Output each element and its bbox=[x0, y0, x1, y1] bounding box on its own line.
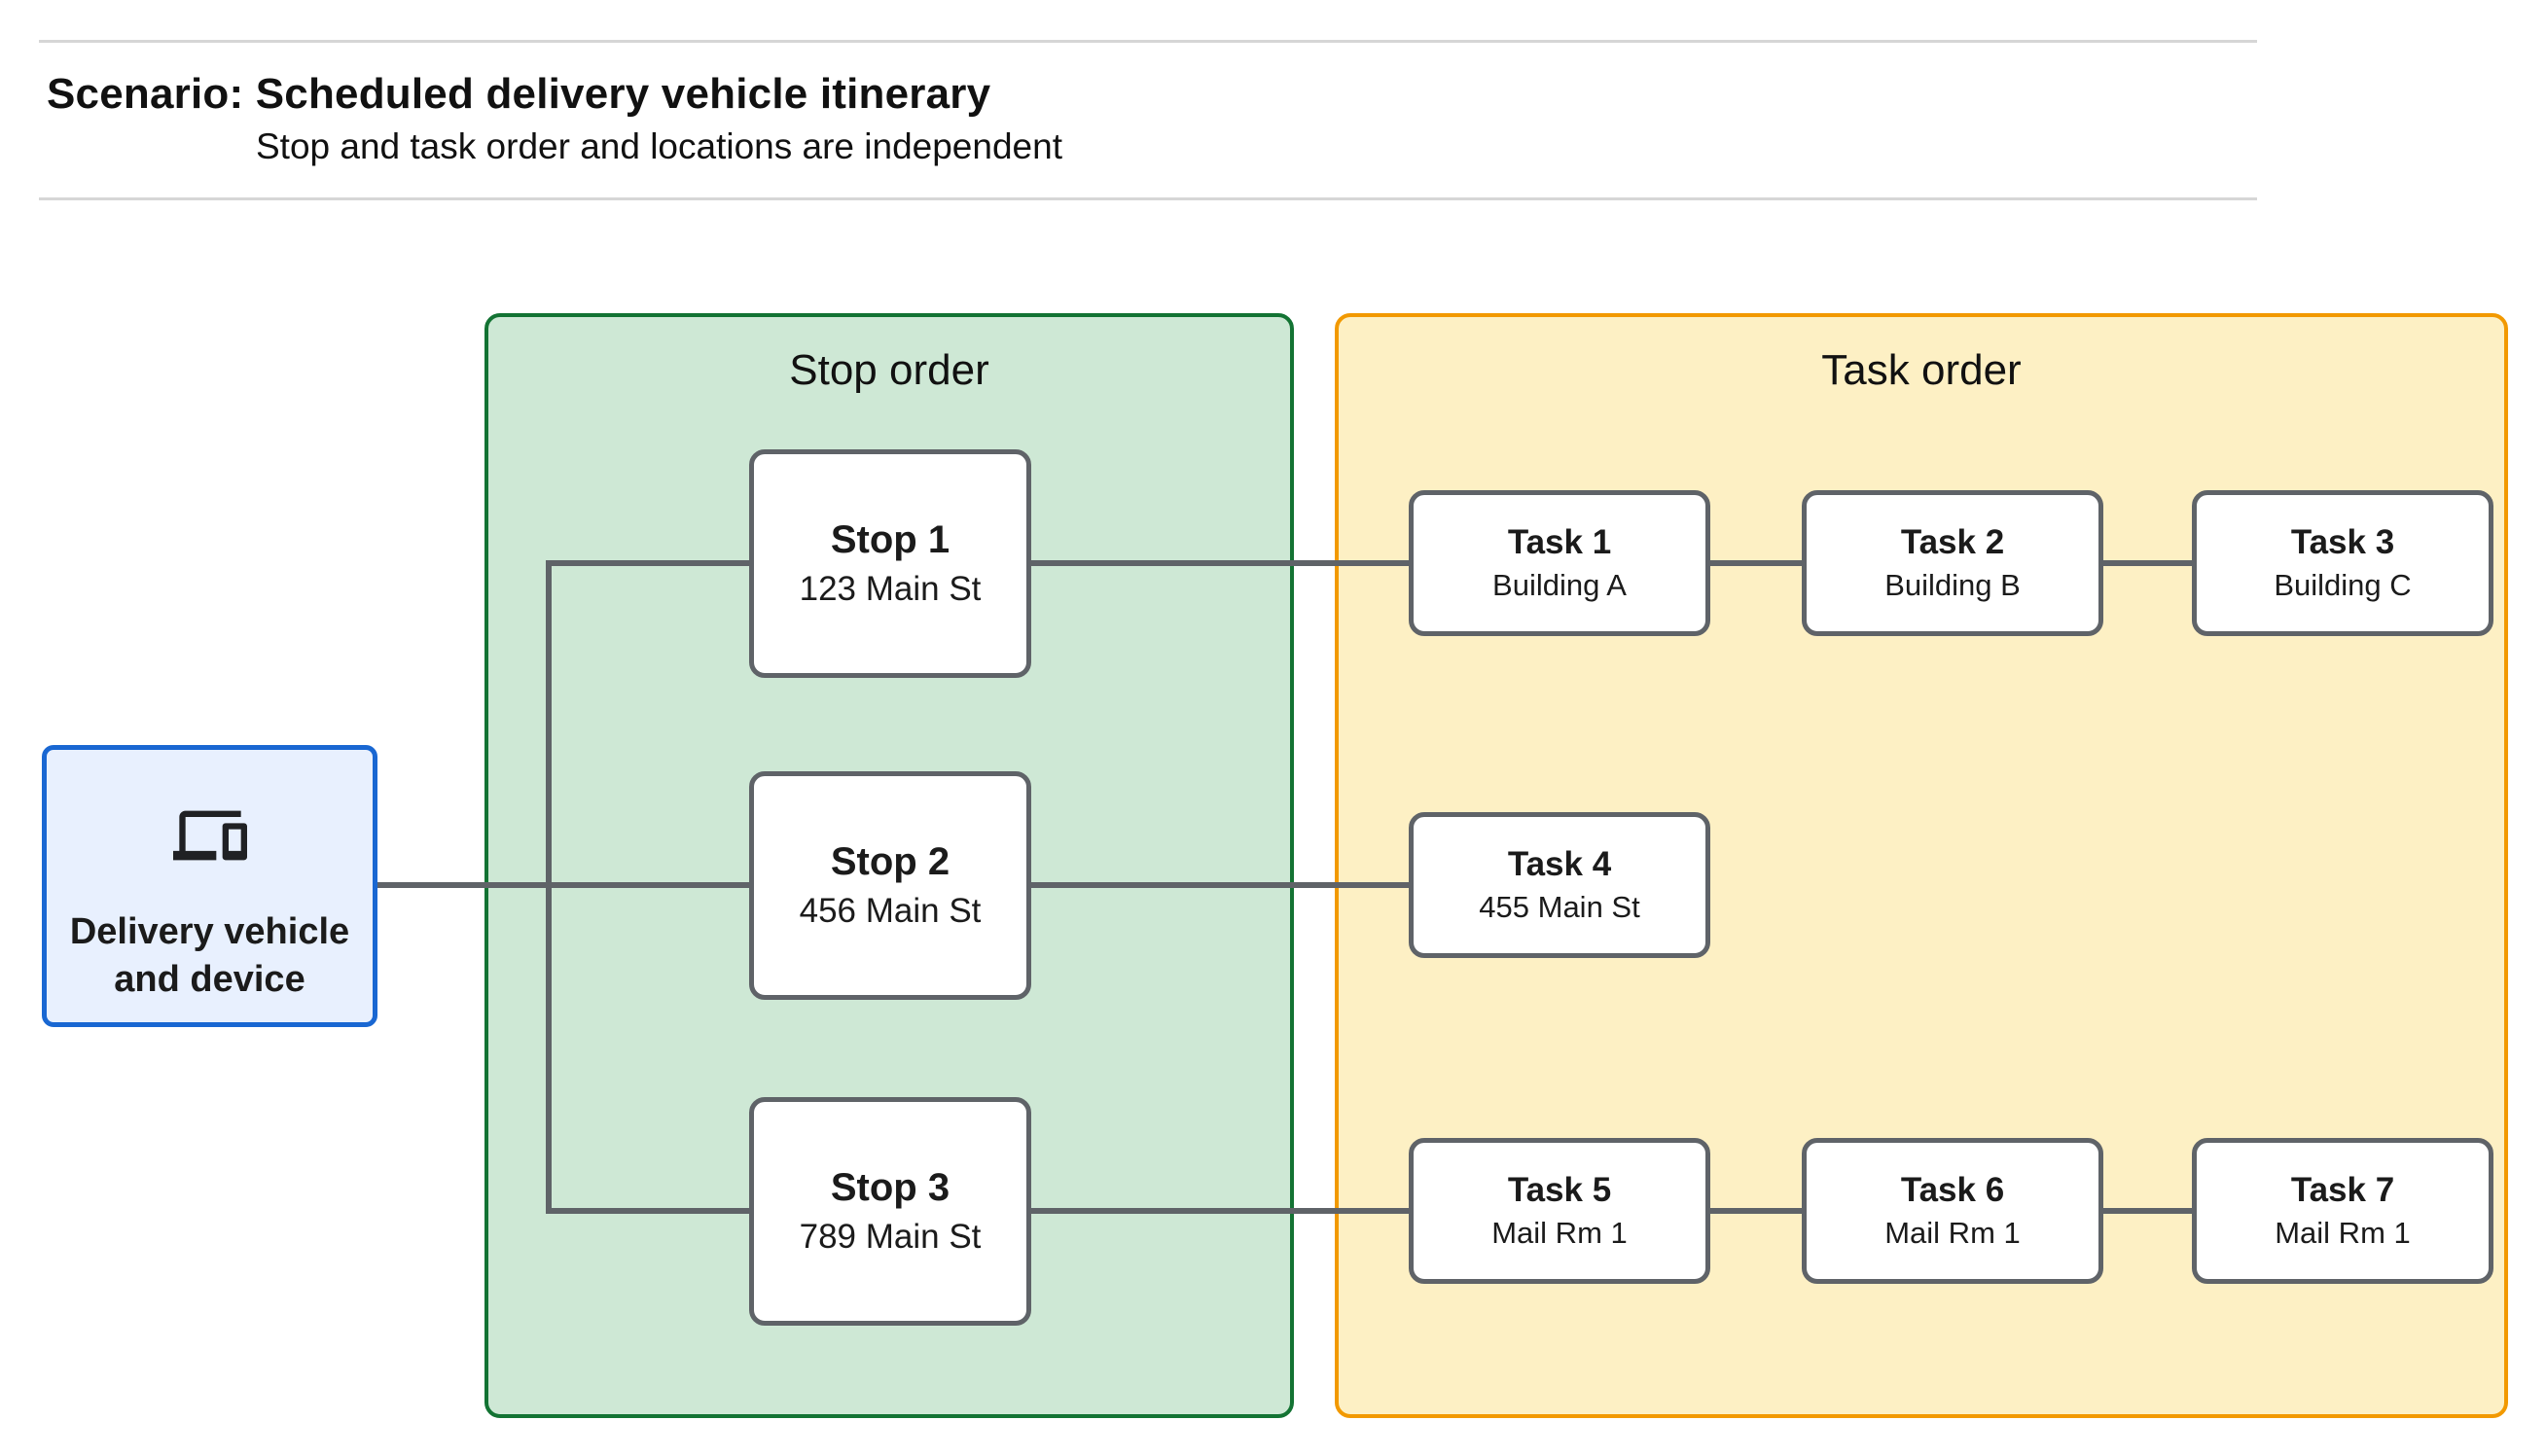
stop-1-node: Stop 1 123 Main St bbox=[749, 449, 1031, 678]
connector-stop3-task5 bbox=[1031, 1208, 1409, 1214]
stop-1-location: 123 Main St bbox=[799, 570, 982, 608]
stop-2-title: Stop 2 bbox=[830, 840, 950, 883]
task-3-title: Task 3 bbox=[2290, 523, 2395, 561]
page-subtitle: Stop and task order and locations are in… bbox=[256, 126, 1062, 166]
connector-stop2-task4 bbox=[1031, 882, 1409, 888]
stop-3-node: Stop 3 789 Main St bbox=[749, 1097, 1031, 1326]
stop-order-panel-title: Stop order bbox=[789, 346, 989, 394]
task-1-node: Task 1 Building A bbox=[1409, 490, 1710, 636]
task-2-location: Building B bbox=[1884, 568, 2021, 602]
task-5-title: Task 5 bbox=[1507, 1171, 1612, 1209]
header-divider bbox=[39, 197, 2257, 200]
connector-task1-task2 bbox=[1710, 560, 1802, 566]
task-6-title: Task 6 bbox=[1900, 1171, 2005, 1209]
task-order-panel-title: Task order bbox=[1821, 346, 2022, 394]
task-7-title: Task 7 bbox=[2290, 1171, 2395, 1209]
stop-1-title: Stop 1 bbox=[830, 518, 950, 561]
connector-branch-stop3 bbox=[546, 1208, 749, 1214]
task-2-node: Task 2 Building B bbox=[1802, 490, 2103, 636]
connector-branch-stop1 bbox=[546, 560, 749, 566]
task-6-location: Mail Rm 1 bbox=[1884, 1216, 2021, 1250]
task-6-node: Task 6 Mail Rm 1 bbox=[1802, 1138, 2103, 1284]
connector-vehicle-stop2 bbox=[377, 882, 749, 888]
connector-task5-task6 bbox=[1710, 1208, 1802, 1214]
delivery-vehicle-node: Delivery vehicle and device bbox=[42, 745, 377, 1027]
delivery-vehicle-label: Delivery vehicle and device bbox=[69, 911, 350, 1000]
connector-branch-vertical bbox=[546, 560, 552, 1214]
task-4-location: 455 Main St bbox=[1479, 890, 1640, 924]
task-2-title: Task 2 bbox=[1900, 523, 2005, 561]
task-7-node: Task 7 Mail Rm 1 bbox=[2192, 1138, 2493, 1284]
task-7-location: Mail Rm 1 bbox=[2275, 1216, 2411, 1250]
task-4-node: Task 4 455 Main St bbox=[1409, 812, 1710, 958]
connector-task2-task3 bbox=[2103, 560, 2192, 566]
stop-2-node: Stop 2 456 Main St bbox=[749, 771, 1031, 1000]
top-divider bbox=[39, 40, 2257, 43]
stop-2-location: 456 Main St bbox=[799, 892, 982, 930]
connector-stop1-task1 bbox=[1031, 560, 1409, 566]
task-1-title: Task 1 bbox=[1507, 523, 1612, 561]
task-1-location: Building A bbox=[1492, 568, 1627, 602]
task-5-node: Task 5 Mail Rm 1 bbox=[1409, 1138, 1710, 1284]
task-4-title: Task 4 bbox=[1507, 845, 1612, 883]
task-5-location: Mail Rm 1 bbox=[1491, 1216, 1628, 1250]
connector-task6-task7 bbox=[2103, 1208, 2192, 1214]
task-3-location: Building C bbox=[2274, 568, 2412, 602]
devices-icon bbox=[47, 799, 373, 872]
stop-3-title: Stop 3 bbox=[830, 1166, 950, 1209]
stop-3-location: 789 Main St bbox=[799, 1218, 982, 1256]
task-3-node: Task 3 Building C bbox=[2192, 490, 2493, 636]
page-title: Scenario: Scheduled delivery vehicle iti… bbox=[47, 70, 991, 118]
